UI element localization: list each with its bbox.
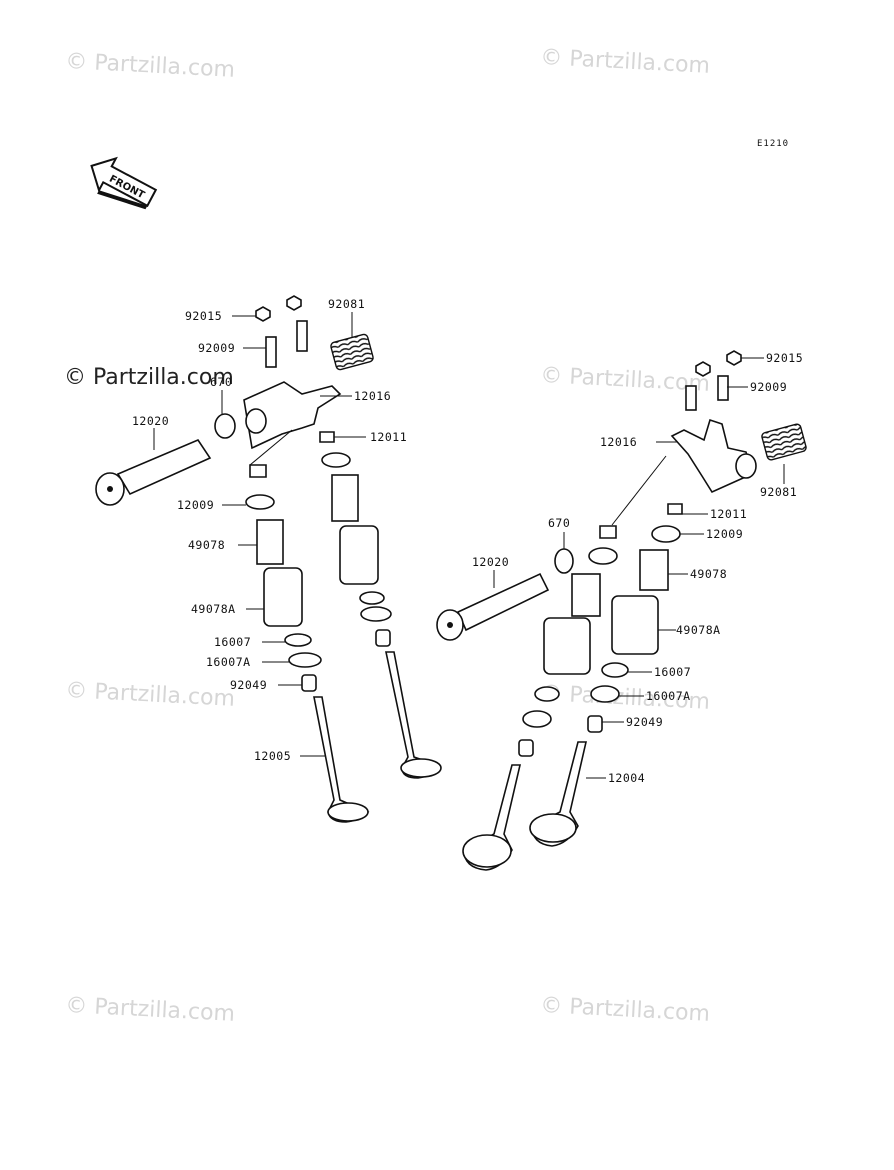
nut-92015: [255, 306, 271, 322]
watermark: © Partzilla.com: [65, 993, 236, 1027]
callout-92009-right: 92009: [750, 380, 787, 394]
outer-spring-49078A: [543, 617, 591, 675]
retainer-12009: [588, 547, 618, 565]
stem-seal-92049: [587, 715, 603, 733]
o-ring-670: [554, 548, 574, 574]
rocker-arm-12016: [243, 381, 342, 450]
o-ring-670: [214, 413, 236, 439]
callout-16007-right: 16007: [654, 665, 691, 679]
retainer-12009: [321, 452, 351, 468]
front-arrow-icon: FRONT: [90, 156, 158, 210]
watermark: © Partzilla.com: [65, 678, 236, 712]
adjust-screw-92009: [685, 385, 697, 411]
callout-92009-left: 92009: [198, 341, 235, 355]
nut-92015: [726, 350, 742, 366]
spring-92081: [330, 333, 374, 371]
callout-92081-left: 92081: [328, 297, 365, 311]
right-assembly: 92015 92009 12016 92081 12011 670 12009 …: [436, 350, 807, 871]
callout-92015-left: 92015: [185, 309, 222, 323]
callout-12009-left: 12009: [177, 498, 214, 512]
callout-92015-right: 92015: [766, 351, 803, 365]
seat-16007: [601, 662, 629, 678]
seat-16007: [534, 686, 560, 702]
watermark-dark: © Partzilla.com: [64, 365, 234, 390]
seat-16007: [359, 591, 385, 605]
watermark: © Partzilla.com: [540, 363, 711, 397]
inner-spring-49078: [571, 573, 601, 617]
callout-16007A-left: 16007A: [206, 655, 251, 669]
callout-49078A-left: 49078A: [191, 602, 236, 616]
watermark: © Partzilla.com: [540, 45, 711, 79]
seat-16007: [284, 633, 312, 647]
rocker-shaft-end: [735, 453, 757, 479]
watermark: © Partzilla.com: [540, 993, 711, 1027]
inner-spring-49078: [331, 474, 359, 522]
nut-92015: [286, 295, 302, 311]
stem-seal-92049: [375, 629, 391, 647]
rocker-shaft-12020: [436, 572, 550, 641]
callout-92081-right: 92081: [760, 485, 797, 499]
callout-12011-right: 12011: [710, 507, 747, 521]
valve-12004: [529, 741, 588, 847]
callout-12020-right: 12020: [472, 555, 509, 569]
seat-16007A: [288, 652, 322, 668]
outer-spring-49078A: [263, 567, 303, 627]
outer-spring-49078A: [339, 525, 379, 585]
callout-49078-right: 49078: [690, 567, 727, 581]
callout-16007-left: 16007: [214, 635, 251, 649]
callout-12020-left: 12020: [132, 414, 169, 428]
valve-12005: [313, 696, 370, 823]
retainer-12009: [245, 494, 275, 510]
valve-12005: [385, 651, 442, 779]
stem-seal-92049: [301, 674, 317, 692]
collet-12011: [319, 431, 335, 443]
callout-670-right: 670: [548, 516, 570, 530]
inner-spring-49078: [256, 519, 284, 565]
callout-12005: 12005: [254, 749, 291, 763]
watermark: © Partzilla.com: [65, 49, 236, 83]
adjust-screw-92009: [717, 375, 729, 401]
rocker-shaft-end: [245, 408, 267, 434]
adjust-screw-92009: [265, 336, 277, 368]
retainer-12009: [651, 525, 681, 543]
callout-49078A-right: 49078A: [676, 623, 721, 637]
callout-49078-left: 49078: [188, 538, 225, 552]
diagram-code: E1210: [757, 139, 789, 149]
spring-92081: [761, 423, 807, 461]
collet-12011: [249, 464, 267, 478]
collet-12011: [667, 503, 683, 515]
rocker-arm-12016: [670, 418, 753, 494]
callout-16007A-right: 16007A: [646, 689, 691, 703]
left-assembly: 92015 92081 92009 670 12016 12011 12020 …: [95, 295, 442, 823]
valve-12004: [462, 764, 522, 871]
rocker-shaft-12020: [95, 439, 212, 506]
seat-16007A: [360, 606, 392, 622]
callout-670-left: 670: [210, 375, 232, 389]
outer-spring-49078A: [611, 595, 659, 655]
callout-92049-right: 92049: [626, 715, 663, 729]
callout-12011-left: 12011: [370, 430, 407, 444]
nut-92015: [695, 361, 711, 377]
inner-spring-49078: [639, 549, 669, 591]
callout-92049-left: 92049: [230, 678, 267, 692]
callout-12016-left: 12016: [354, 389, 391, 403]
callout-12004: 12004: [608, 771, 645, 785]
seat-16007A: [590, 685, 620, 703]
stem-seal-92049: [518, 739, 534, 757]
seat-16007A: [522, 710, 552, 728]
adjust-screw-92009: [296, 320, 308, 352]
callout-12009-right: 12009: [706, 527, 743, 541]
collet-12011: [599, 525, 617, 539]
callout-12016-right: 12016: [600, 435, 637, 449]
